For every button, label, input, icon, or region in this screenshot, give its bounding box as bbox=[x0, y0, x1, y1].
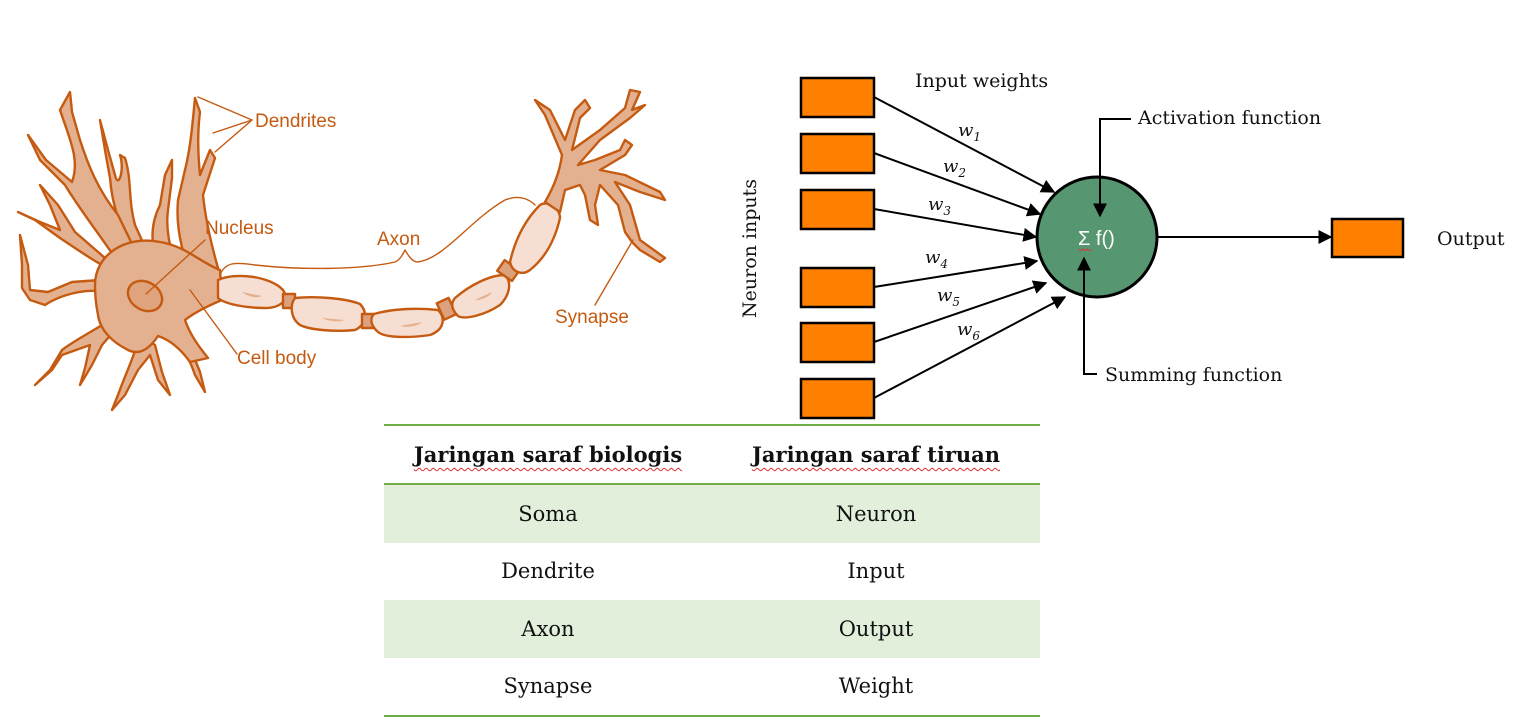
weight-arrow bbox=[873, 96, 1056, 193]
input-node bbox=[799, 188, 876, 231]
input-node bbox=[799, 377, 876, 420]
table-header-row: Jaringan saraf biologis Jaringan saraf t… bbox=[384, 424, 1040, 485]
label-dendrites: Dendrites bbox=[255, 111, 336, 132]
weight-subscript: 6 bbox=[972, 329, 980, 343]
dendrites bbox=[16, 90, 224, 412]
weight-connections bbox=[873, 96, 1067, 399]
comparison-table: Jaringan saraf biologis Jaringan saraf t… bbox=[384, 424, 1040, 717]
table-row: Axon Output bbox=[384, 600, 1040, 658]
weight-label: w3 bbox=[928, 194, 951, 218]
table-row: Synapse Weight bbox=[384, 657, 1040, 717]
label-axon: Axon bbox=[377, 229, 420, 250]
summation-node-symbol: Σ f() bbox=[1078, 228, 1115, 250]
weight-subscript: 5 bbox=[952, 295, 960, 309]
output-label: Output bbox=[1437, 228, 1505, 250]
neuron-inputs-label: Neuron inputs bbox=[739, 179, 761, 318]
label-leader-lines bbox=[145, 96, 634, 355]
output-node bbox=[1330, 217, 1405, 259]
weight-arrow bbox=[873, 152, 1042, 217]
table-row: Soma Neuron bbox=[384, 484, 1040, 543]
weight-subscript: 2 bbox=[957, 166, 966, 180]
activation-pointer-arrow bbox=[1093, 118, 1131, 218]
cell-biological: Axon bbox=[384, 600, 712, 658]
input-nodes bbox=[799, 76, 876, 420]
nucleus-shape bbox=[126, 279, 164, 313]
input-node bbox=[799, 266, 876, 309]
input-node bbox=[799, 321, 876, 364]
header-artificial-text: Jaringan saraf tiruan bbox=[751, 442, 1001, 467]
weight-label: w4 bbox=[925, 247, 948, 271]
spellcheck-squiggle bbox=[1078, 248, 1092, 251]
cell-biological: Dendrite bbox=[501, 559, 595, 584]
header-biological-text: Jaringan saraf biologis bbox=[413, 442, 683, 467]
cell-artificial: Weight bbox=[712, 657, 1040, 717]
axon bbox=[216, 202, 562, 339]
label-synapse: Synapse bbox=[555, 307, 629, 328]
weight-arrow bbox=[873, 256, 1039, 288]
cell-artificial: Input bbox=[847, 559, 905, 584]
weight-label: w6 bbox=[957, 319, 980, 343]
label-nucleus: Nucleus bbox=[205, 218, 274, 239]
cell-artificial: Neuron bbox=[712, 484, 1040, 543]
weight-label: w5 bbox=[937, 285, 960, 309]
weight-labels: w1 w2 w3 w4 w5 w6 bbox=[925, 120, 981, 343]
input-node bbox=[799, 76, 876, 119]
summing-function-label: Summing function bbox=[1105, 364, 1282, 386]
cell-artificial: Output bbox=[712, 600, 1040, 658]
cell-biological: Soma bbox=[384, 484, 712, 543]
activation-function-label: Activation function bbox=[1137, 107, 1321, 129]
input-weights-label: Input weights bbox=[915, 70, 1048, 92]
weight-label: w1 bbox=[958, 120, 981, 144]
artificial-neuron-diagram: Input weights Neuron inputs w1 w2 w3 w4 w5 w6… bbox=[739, 70, 1505, 420]
weight-arrow bbox=[873, 280, 1048, 343]
neuron-labels: Dendrites Nucleus Axon Synapse Cell body bbox=[205, 111, 629, 369]
label-cell-body: Cell body bbox=[237, 348, 317, 369]
input-node bbox=[799, 132, 876, 175]
weight-subscript: 3 bbox=[943, 204, 951, 218]
weight-label: w2 bbox=[943, 156, 966, 180]
weight-subscript: 1 bbox=[973, 130, 981, 144]
biological-neuron-illustration: Dendrites Nucleus Axon Synapse Cell body bbox=[16, 88, 667, 412]
cell-biological: Synapse bbox=[384, 657, 712, 717]
weight-arrow bbox=[873, 296, 1067, 399]
weight-arrow bbox=[873, 208, 1038, 242]
header-artificial: Jaringan saraf tiruan bbox=[712, 424, 1040, 485]
table-row: Dendrite Input bbox=[384, 543, 1040, 601]
weight-subscript: 4 bbox=[939, 257, 948, 271]
axon-terminal bbox=[533, 88, 667, 264]
summing-pointer-arrow bbox=[1077, 256, 1097, 375]
header-biological: Jaringan saraf biologis bbox=[384, 424, 712, 485]
